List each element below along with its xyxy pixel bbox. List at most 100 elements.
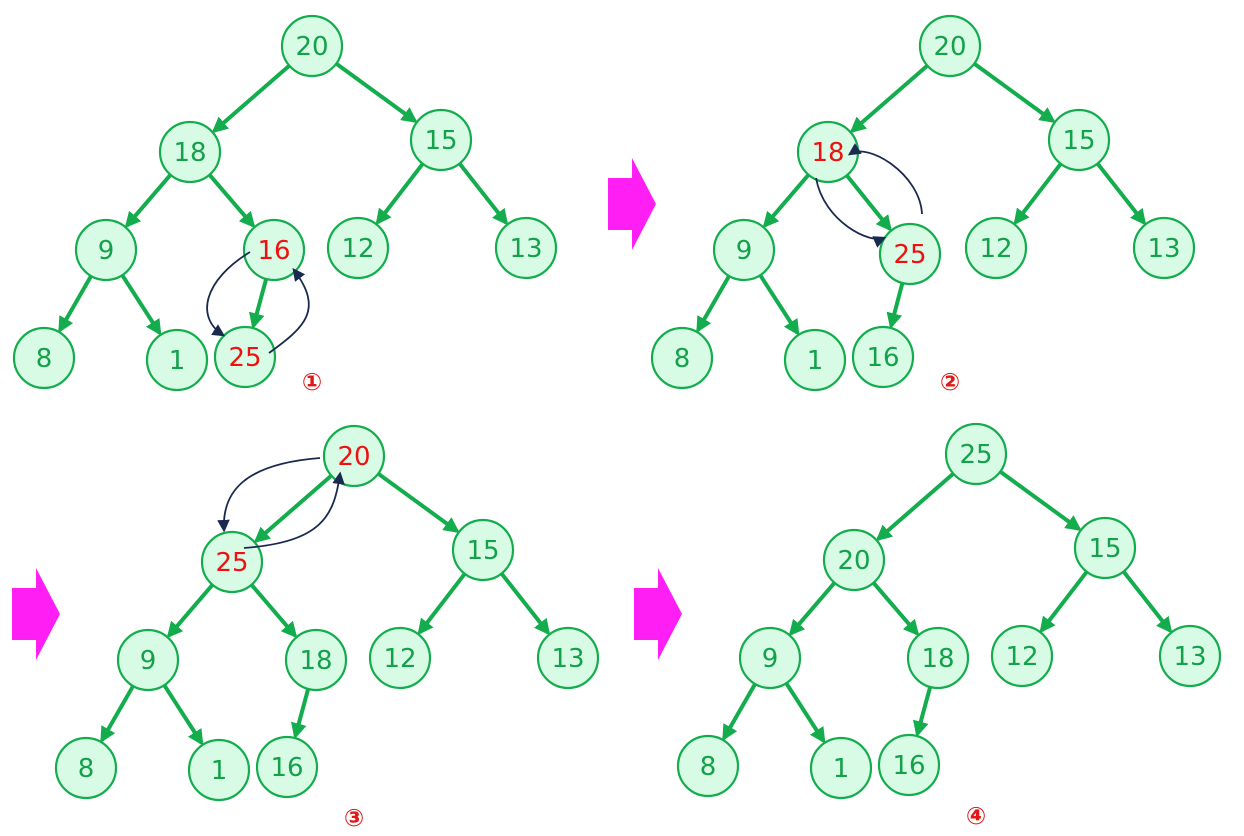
- tree-edge: [250, 583, 298, 639]
- node-circle: [1158, 624, 1222, 688]
- heap-node: 8: [54, 736, 118, 800]
- node-circle: [322, 424, 386, 488]
- heap-node: 13: [1132, 216, 1196, 280]
- heap-node: 20: [822, 528, 886, 592]
- heap-node: 20: [322, 424, 386, 488]
- node-value: 8: [674, 344, 691, 374]
- tree-edge: [849, 64, 929, 134]
- heap-node: 15: [1047, 108, 1111, 172]
- tree-edge: [417, 572, 467, 636]
- tree-edge: [166, 583, 214, 639]
- heap-node: 15: [1073, 516, 1137, 580]
- heap-node: 13: [536, 626, 600, 690]
- node-value: 20: [837, 546, 870, 576]
- tree-edge: [696, 275, 731, 334]
- tree-edge: [973, 62, 1056, 124]
- node-value: 16: [257, 236, 290, 266]
- node-value: 25: [228, 343, 261, 373]
- heap-node: 1: [809, 736, 873, 800]
- node-circle: [906, 626, 970, 690]
- heap-node: 9: [116, 628, 180, 692]
- heap-node: 1: [783, 328, 847, 392]
- tree-edge: [208, 173, 256, 229]
- heap-node: 9: [712, 218, 776, 282]
- node-circle: [809, 736, 873, 800]
- node-value: 18: [921, 644, 954, 674]
- swap-arrow: [206, 251, 251, 337]
- heap-node: 1: [145, 328, 209, 392]
- heap-node: 12: [990, 624, 1054, 688]
- swap-arrow: [243, 471, 345, 549]
- node-value: 16: [866, 343, 899, 373]
- tree-edge: [1039, 570, 1089, 634]
- swap-arrow: [847, 143, 923, 215]
- swap-arrow: [815, 177, 887, 248]
- tree-edge: [758, 274, 800, 336]
- node-value: 9: [140, 646, 157, 676]
- node-circle: [494, 216, 558, 280]
- tree-edge: [999, 470, 1082, 532]
- node-value: 8: [36, 344, 53, 374]
- node-circle: [409, 108, 473, 172]
- heap-node: 12: [964, 216, 1028, 280]
- tree-edge: [762, 173, 810, 229]
- heap-node: 15: [409, 108, 473, 172]
- step-label: ①: [302, 368, 322, 396]
- node-circle: [116, 628, 180, 692]
- node-value: 12: [979, 234, 1012, 264]
- heap-node: 20: [280, 14, 344, 78]
- node-circle: [851, 325, 915, 389]
- heap-node: 1: [187, 738, 251, 802]
- heap-node: 13: [494, 216, 558, 280]
- heap-node: 18: [796, 120, 860, 184]
- tree-edge: [1121, 570, 1173, 634]
- node-value: 9: [98, 236, 115, 266]
- tree-edge: [784, 682, 826, 744]
- node-value: 13: [1147, 234, 1180, 264]
- heap-node: 8: [676, 734, 740, 798]
- node-circle: [877, 733, 941, 797]
- node-circle: [738, 626, 802, 690]
- node-value: 13: [509, 234, 542, 264]
- node-circle: [145, 328, 209, 392]
- heap-node: 20: [918, 14, 982, 78]
- node-value: 1: [169, 346, 186, 376]
- heap-node: 18: [284, 628, 348, 692]
- node-value: 25: [959, 440, 992, 470]
- node-value: 1: [211, 756, 228, 786]
- node-value: 9: [736, 236, 753, 266]
- heap-node: 9: [74, 218, 138, 282]
- node-circle: [158, 120, 222, 184]
- tree-edge: [211, 64, 291, 134]
- heap-node: 16: [851, 325, 915, 389]
- node-circle: [326, 216, 390, 280]
- heap-node: 16: [877, 733, 941, 797]
- node-value: 12: [1005, 642, 1038, 672]
- transition-arrow: [608, 158, 656, 250]
- node-value: 20: [295, 32, 328, 62]
- node-value: 13: [551, 644, 584, 674]
- heap-node: 9: [738, 626, 802, 690]
- node-circle: [255, 735, 319, 799]
- node-value: 1: [807, 346, 824, 376]
- node-value: 1: [833, 754, 850, 784]
- node-circle: [368, 626, 432, 690]
- tree-edge: [875, 472, 955, 542]
- tree-edge: [722, 683, 757, 742]
- node-circle: [242, 218, 306, 282]
- node-value: 8: [700, 752, 717, 782]
- heap-node: 25: [213, 325, 277, 389]
- node-value: 8: [78, 754, 95, 784]
- tree-edge: [886, 282, 905, 330]
- step-label: ③: [344, 804, 364, 832]
- node-value: 15: [1062, 126, 1095, 156]
- node-circle: [213, 325, 277, 389]
- node-circle: [650, 326, 714, 390]
- tree-edge: [120, 274, 162, 336]
- swap-arrow: [217, 457, 321, 533]
- node-value: 18: [299, 646, 332, 676]
- node-circle: [284, 628, 348, 692]
- swap-arrow: [268, 267, 310, 354]
- tree-edge: [499, 572, 551, 636]
